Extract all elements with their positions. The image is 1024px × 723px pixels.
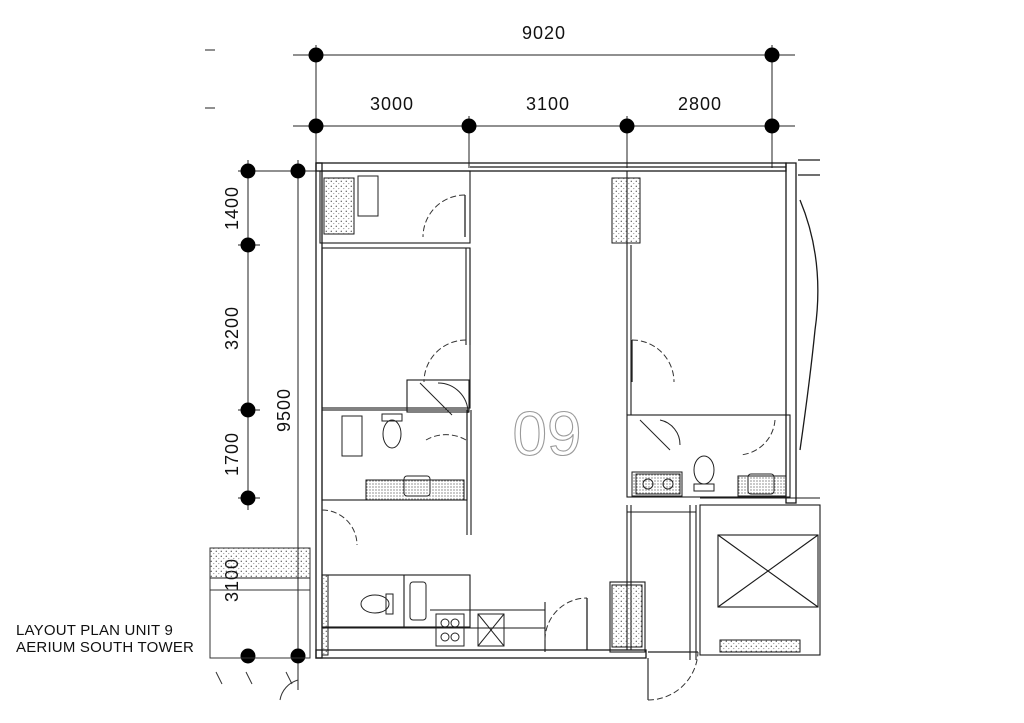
toilet-icon (382, 419, 402, 449)
shower-icon (419, 382, 469, 416)
exterior-walls (315, 159, 820, 659)
shower-icon (639, 419, 681, 451)
plan-caption: LAYOUT PLAN UNIT 9 AERIUM SOUTH TOWER (16, 622, 194, 656)
top-grid-markers (308, 47, 780, 134)
caption-line-2: AERIUM SOUTH TOWER (16, 639, 195, 656)
sink-icon (477, 613, 505, 647)
shower-icon (357, 175, 379, 217)
span-1-label: 3000 (370, 94, 414, 114)
depth-span-1-label: 1400 (222, 186, 242, 230)
sink-icon (403, 475, 431, 497)
depth-span-2-label: 3200 (222, 306, 242, 350)
left-grid-markers (240, 163, 306, 664)
stove-icon (435, 613, 465, 647)
caption-line-1: LAYOUT PLAN UNIT 9 (16, 622, 173, 639)
shower-icon (341, 415, 363, 457)
toilet-icon (693, 455, 715, 485)
annex-balcony (209, 547, 311, 701)
sink-icon (747, 473, 775, 495)
depth-span-3-label: 1700 (222, 432, 242, 476)
span-2-label: 3100 (526, 94, 570, 114)
overall-width-label: 9020 (522, 23, 566, 43)
unit-number: 09 (513, 400, 582, 469)
overall-depth-label: 9500 (274, 388, 294, 432)
bathroom-fixtures (341, 175, 775, 647)
toilet-icon (360, 594, 390, 614)
door-swings (321, 194, 776, 701)
washer-icon (635, 473, 681, 495)
door-leaves (464, 195, 698, 653)
span-3-label: 2800 (678, 94, 722, 114)
sink-icon (409, 581, 427, 621)
